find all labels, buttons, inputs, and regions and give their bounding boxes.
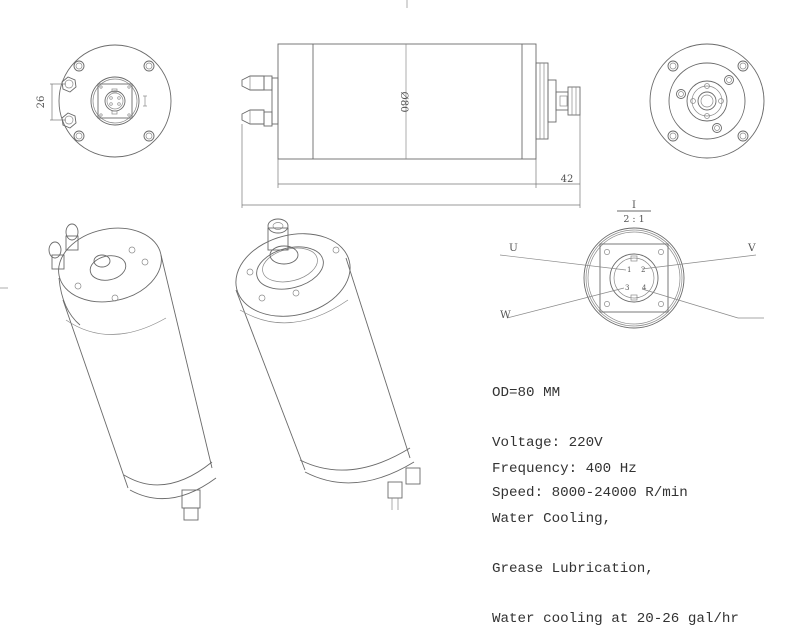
pin-3-label: 3 <box>625 284 629 292</box>
spec-lubrication: Grease Lubrication, <box>492 560 654 577</box>
rear-end-view: 26 <box>36 44 172 158</box>
collet-length-dimension: 42 <box>561 174 574 185</box>
spec-flow-rate: Water cooling at 20-26 gal/hr <box>492 610 739 627</box>
pin-2-label: 2 <box>641 266 645 274</box>
spindle-drawing: 26 Ø80 42 <box>0 0 765 521</box>
diameter-dimension: Ø80 <box>398 92 409 113</box>
side-view: Ø80 42 <box>241 43 581 208</box>
detail-marker-label: I <box>632 200 636 211</box>
spec-water-cooling: Water Cooling, <box>492 510 612 527</box>
isometric-rear-view <box>48 223 217 521</box>
connector-detail: I 2 : 1 1 2 3 4 U V W <box>499 200 764 329</box>
spec-block-cooling: Frequency: 400 Hz Water Cooling, Grease … <box>492 428 739 644</box>
spec-frequency: Frequency: 400 Hz <box>492 461 637 478</box>
hose-spacing-dimension: 26 <box>36 96 47 109</box>
phase-w-label: W <box>500 309 511 321</box>
phase-u-label: U <box>509 242 518 254</box>
spec-speed: Speed: 8000-24000 R/min <box>492 484 688 501</box>
pin-4-label: 4 <box>642 284 647 292</box>
pin-1-label: 1 <box>627 266 631 274</box>
spec-block-electrical: OD=80 MM Voltage: 220V Speed: 8000-24000… <box>492 352 688 518</box>
phase-v-label: V <box>747 242 756 254</box>
isometric-front-view <box>235 218 421 510</box>
spec-voltage: Voltage: 220V <box>492 434 603 451</box>
spec-od: OD=80 MM <box>492 385 561 402</box>
front-end-view <box>649 43 765 159</box>
detail-scale-label: 2 : 1 <box>623 214 644 225</box>
